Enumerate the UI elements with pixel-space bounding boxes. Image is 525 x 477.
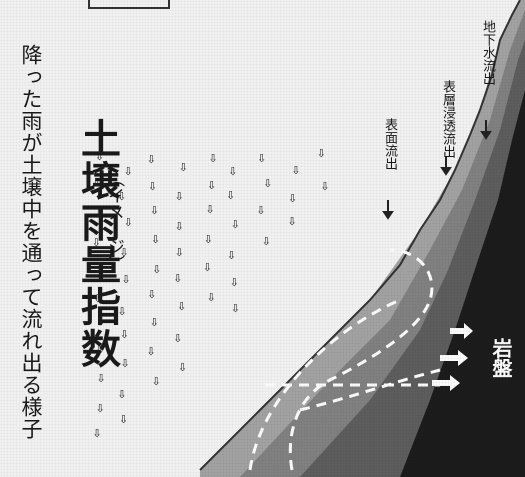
label-bedrock: 岩盤	[489, 338, 513, 378]
rain-drop: ⇩	[146, 345, 156, 359]
diagram-caption: 降った雨が土壌中を通って流れ出る様子	[19, 44, 43, 440]
rain-drop: ⇩	[206, 291, 216, 305]
rain-drop: ⇩	[287, 191, 298, 205]
rain-drop: ⇩	[178, 160, 188, 174]
rain-drop: ⇩	[150, 233, 161, 247]
rain-drop: ⇩	[94, 150, 105, 164]
rain-drop: ⇩	[95, 401, 105, 415]
rain-drop: ⇩	[320, 179, 330, 193]
frame-remnant	[88, 0, 170, 9]
rain-drop: ⇩	[117, 387, 127, 401]
rain-drop: ⇩	[202, 261, 212, 275]
rain-drop: ⇩	[93, 291, 103, 305]
rain-drop: ⇩	[92, 427, 102, 441]
rain-drop: ⇩	[177, 360, 188, 374]
rain-drop: ⇩	[174, 245, 184, 259]
rain-drop: ⇩	[261, 235, 271, 249]
rain-drop: ⇩	[151, 374, 161, 388]
rain-drop: ⇩	[174, 220, 184, 234]
label-subsurface-runoff: 表層浸透流出	[440, 80, 455, 158]
rain-drop: ⇩	[316, 147, 326, 161]
label-groundwater-runoff: 地下水流出	[480, 20, 495, 85]
rain-drop: ⇩	[152, 262, 162, 276]
flow-arrows	[432, 323, 473, 391]
rain-drop: ⇩	[147, 288, 157, 302]
rain-drop: ⇩	[123, 164, 133, 178]
rain-drop: ⇩	[257, 151, 267, 165]
rain-drop: ⇩	[96, 315, 106, 329]
rain-drop: ⇩	[206, 178, 217, 192]
rain-drop: ⇩	[117, 304, 127, 318]
rain-drop: ⇩	[173, 331, 183, 345]
rain-drop: ⇩	[94, 206, 104, 220]
rain-drop: ⇩	[91, 176, 102, 190]
rain-drop: ⇩	[256, 203, 266, 217]
rain-drop: ⇩	[121, 272, 131, 286]
rain-drop: ⇩	[119, 246, 129, 260]
rain-drop: ⇩	[287, 215, 297, 229]
label-surface-runoff: 表面流出	[382, 118, 397, 170]
rain-drop: ⇩	[203, 233, 213, 247]
rain-drop: ⇩	[120, 356, 130, 370]
rain-drop: ⇩	[230, 301, 240, 315]
dashed-flow-paths	[248, 248, 441, 471]
rain-drop: ⇩	[228, 164, 238, 178]
rain-drop: ⇩	[229, 276, 239, 290]
rain-drop: ⇩	[91, 236, 101, 250]
slope-surface-line	[199, 0, 521, 471]
diagram-title: 土壌雨量指数	[74, 118, 121, 370]
rain-drop: ⇩	[146, 152, 156, 166]
rain-drop: ⇩	[230, 217, 240, 231]
rain-drop: ⇩	[291, 164, 301, 178]
rain-drop: ⇩	[226, 189, 236, 203]
rain-drop: ⇩	[95, 261, 105, 275]
rain-drop: ⇩	[263, 176, 273, 190]
rain-drop: ⇩	[94, 344, 105, 358]
bedrock-layer	[400, 90, 525, 477]
rain-drop: ⇩	[123, 216, 133, 230]
rain-drop: ⇩	[147, 180, 158, 194]
rain-drop: ⇩	[176, 299, 187, 313]
rain-drop: ⇩	[149, 315, 159, 329]
rain-drop: ⇩	[96, 371, 106, 385]
rain-drop: ⇩	[173, 272, 183, 286]
rain-drop: ⇩	[205, 203, 215, 217]
diagram-subtitle: （イメージ）	[104, 170, 124, 272]
rain-drop: ⇩	[116, 189, 127, 203]
rain-drop: ⇩	[119, 328, 129, 342]
label-pointers	[382, 120, 492, 220]
rain-drop: ⇩	[174, 189, 184, 203]
rain-drop: ⇩	[208, 152, 218, 166]
rain-drop: ⇩	[226, 248, 236, 262]
rain-drop: ⇩	[149, 204, 159, 218]
rain-drop: ⇩	[118, 413, 129, 427]
